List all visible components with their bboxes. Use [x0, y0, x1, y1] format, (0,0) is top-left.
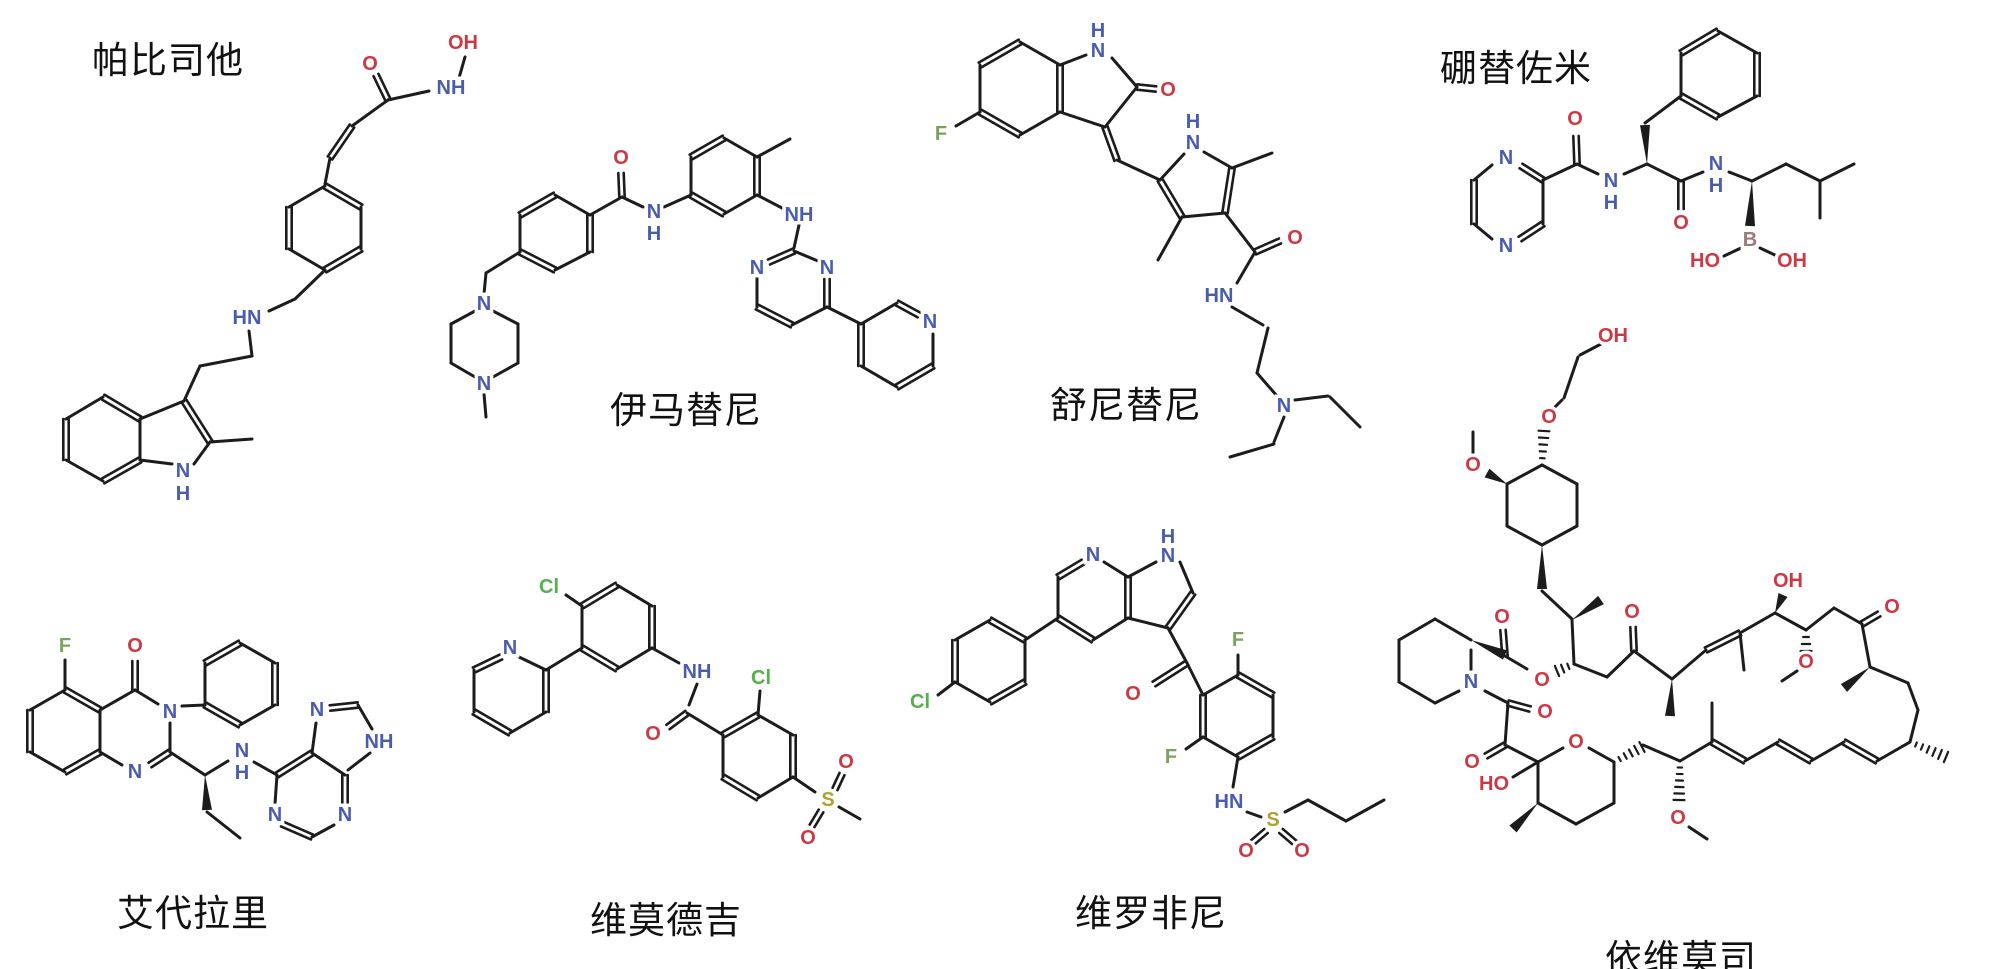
vismodegib-atom-N: N [503, 637, 517, 659]
vemurafenib-atom-O: O [1238, 840, 1254, 862]
imatinib-atom-N: N [477, 293, 491, 315]
bortezomib-atom-N: N [1709, 153, 1723, 175]
bortezomib-atom-H: H [1604, 192, 1618, 214]
imatinib-atom-NH: NH [785, 204, 814, 226]
idelalisib-atom-N: N [310, 699, 324, 721]
sunitinib-atom-H: H [1091, 20, 1105, 42]
everolimus-label: 依维莫司 [1605, 938, 1757, 969]
panobinostat-atom-H: H [176, 483, 190, 505]
idelalisib-atom-N: N [338, 804, 352, 826]
sunitinib-atom-H: H [1186, 111, 1200, 133]
sunitinib-atom-N: N [1091, 40, 1105, 62]
sunitinib-atom-F: F [935, 123, 947, 145]
bortezomib-atom-N: N [1499, 147, 1513, 169]
bortezomib-atom-H: H [1709, 175, 1723, 197]
vismodegib-atom-O: O [645, 723, 661, 745]
idelalisib-atom-N: N [235, 740, 249, 762]
vismodegib-atom-O: O [838, 751, 854, 773]
everolimus-atom-OH: OH [1773, 570, 1803, 592]
vemurafenib-label: 维罗非尼 [1075, 893, 1227, 934]
idelalisib-label: 艾代拉里 [117, 893, 269, 934]
sunitinib-atom-N: N [1277, 395, 1291, 417]
imatinib-atom-N: N [750, 257, 764, 279]
panobinostat-structure: O OH NH HN NH [61, 29, 482, 509]
idelalisib-atom-N: N [163, 701, 177, 723]
panobinostat-atom-N: N [176, 460, 190, 482]
idelalisib-atom-F: F [59, 635, 71, 657]
everolimus-atom-O: O [1624, 601, 1640, 623]
panobinostat-atom-O: O [362, 53, 378, 75]
vemurafenib-atom-N: N [1086, 544, 1100, 566]
bortezomib-atom-HO: HO [1690, 250, 1720, 272]
vemurafenib-atom-N: N [1161, 545, 1175, 567]
bortezomib-atom-N: N [1604, 170, 1618, 192]
vemurafenib-atom-Cl: Cl [910, 691, 930, 713]
vemurafenib-atom-O: O [1125, 683, 1141, 705]
vemurafenib-atom-F: F [1232, 629, 1244, 651]
vismodegib-label: 维莫德吉 [590, 900, 742, 941]
imatinib-atom-N: N [647, 201, 661, 223]
sunitinib-atom-N: N [1186, 132, 1200, 154]
bortezomib-atom-O: O [1673, 212, 1689, 234]
everolimus-atom-O: O [1798, 651, 1814, 673]
vismodegib-atom-S: S [821, 789, 834, 811]
everolimus-atom-O: O [1534, 669, 1550, 691]
everolimus-atom-O: O [1541, 406, 1557, 428]
imatinib-atom-O: O [613, 147, 629, 169]
idelalisib-atom-N: N [268, 804, 282, 826]
imatinib-atom-N: N [477, 373, 491, 395]
imatinib-label: 伊马替尼 [610, 390, 762, 431]
bortezomib-atom-O: O [1567, 108, 1583, 130]
vemurafenib-atom-F: F [1165, 746, 1177, 768]
vismodegib-atom-O: O [800, 827, 816, 849]
bortezomib-atom-OH: OH [1777, 250, 1807, 272]
vemurafenib-atom-O: O [1294, 840, 1310, 862]
bortezomib-label: 硼替佐米 [1440, 48, 1592, 89]
everolimus-atom-OH: OH [1598, 325, 1628, 347]
sunitinib-label: 舒尼替尼 [1050, 385, 1202, 426]
vemurafenib-atom-HN: HN [1215, 791, 1244, 813]
imatinib-atom-H: H [647, 223, 661, 245]
everolimus-atom-O: O [1884, 596, 1900, 618]
bortezomib-atom-N: N [1499, 235, 1513, 257]
panobinostat-atom-NH: NH [437, 77, 466, 99]
sunitinib-atom-O: O [1287, 227, 1303, 249]
panobinostat-label: 帕比司他 [92, 40, 244, 81]
vismodegib-atom-NH: NH [683, 661, 712, 683]
everolimus-atom-O: O [1670, 807, 1686, 829]
vemurafenib-atom-H: H [1161, 526, 1175, 548]
everolimus-atom-N: N [1464, 671, 1478, 693]
vismodegib-atom-Cl: Cl [539, 576, 559, 598]
idelalisib-atom-N: N [128, 761, 142, 783]
everolimus-atom-O: O [1568, 731, 1584, 753]
sunitinib-atom-O: O [1160, 79, 1176, 101]
idelalisib-atom-O: O [127, 635, 143, 657]
idelalisib-atom-NH: NH [365, 731, 394, 753]
panobinostat-atom-HN: HN [233, 307, 262, 329]
everolimus-atom-HO: HO [1479, 773, 1509, 795]
everolimus-atom-O: O [1537, 701, 1553, 723]
panobinostat-atom-OH: OH [448, 32, 478, 54]
vemurafenib-atom-S: S [1266, 809, 1279, 831]
idelalisib-atom-H: H [235, 762, 249, 784]
everolimus-atom-O: O [1465, 454, 1481, 476]
everolimus-atom-O: O [1464, 751, 1480, 773]
imatinib-atom-N: N [820, 257, 834, 279]
bortezomib-atom-B: B [1743, 229, 1757, 251]
everolimus-atom-O: O [1494, 606, 1510, 628]
imatinib-atom-N: N [923, 311, 937, 333]
vismodegib-atom-Cl: Cl [751, 667, 771, 689]
sunitinib-atom-HN: HN [1205, 285, 1234, 307]
